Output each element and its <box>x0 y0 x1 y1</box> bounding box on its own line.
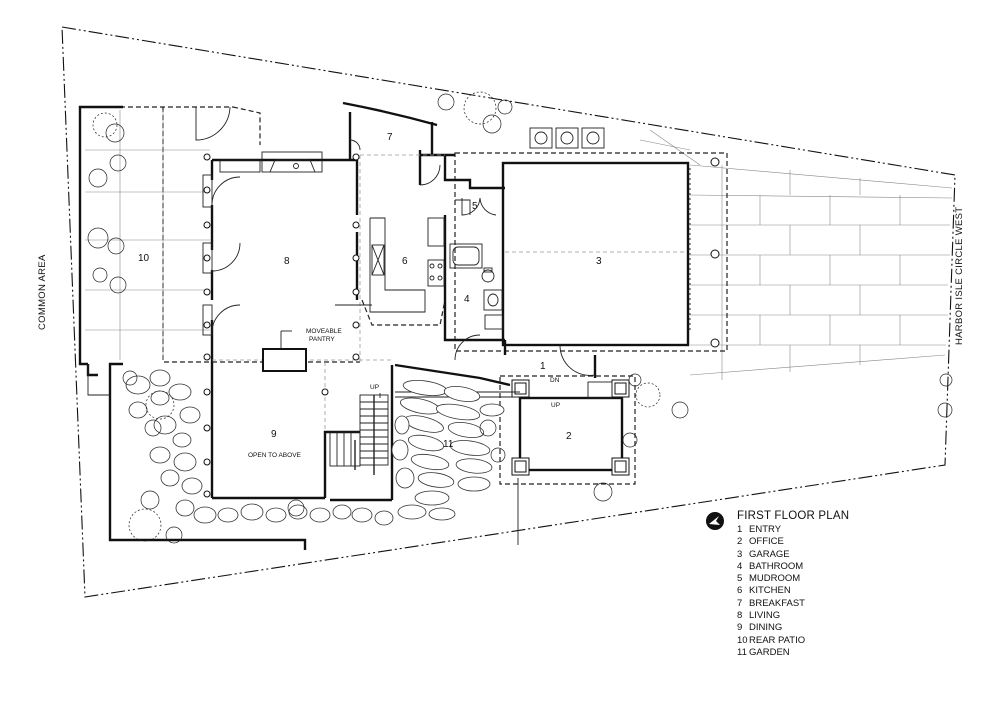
legend-item: 10REAR PATIO <box>737 634 806 646</box>
moveable-pantry-label-line1: MOVEABLE <box>306 328 342 335</box>
north-arrow-icon <box>706 512 724 530</box>
room-number-breakfast: 7 <box>387 132 393 143</box>
rear-patio <box>78 105 307 550</box>
structural-columns <box>203 153 360 498</box>
driveway-paving <box>639 129 953 380</box>
house-walls <box>210 101 597 502</box>
door-swings <box>202 139 596 376</box>
room-number-mudroom: 5 <box>472 201 478 212</box>
stair-up-label: UP <box>370 384 379 391</box>
trash-bins <box>529 127 605 149</box>
room-number-kitchen: 6 <box>402 256 408 267</box>
office <box>395 375 636 545</box>
open-to-above-label: OPEN TO ABOVE <box>248 452 302 459</box>
moveable-pantry <box>262 348 307 372</box>
room-number-office: 2 <box>566 431 572 442</box>
room-numbers: 1 2 3 4 5 6 7 8 9 10 11 <box>138 132 602 450</box>
room-number-entry: 1 <box>540 361 546 372</box>
staircase <box>329 393 389 475</box>
property-line <box>61 26 956 598</box>
garage-walls <box>454 152 728 352</box>
moveable-pantry-label-line2: PANTRY <box>309 336 335 343</box>
fireplace <box>219 151 323 173</box>
kitchen-fixtures <box>335 217 446 326</box>
room-number-garage: 3 <box>596 256 602 267</box>
room-number-bathroom: 4 <box>464 294 470 305</box>
entry-dn-label: DN <box>550 377 560 384</box>
garden-stones <box>125 369 505 526</box>
common-area-label: COMMON AREA <box>37 254 48 330</box>
legend-title: FIRST FLOOR PLAN <box>737 510 850 522</box>
street-name-label: HARBOR ISLE CIRCLE WEST <box>954 207 965 345</box>
room-number-rear-patio: 10 <box>138 253 150 264</box>
entry-up-label: UP <box>551 402 560 409</box>
landscape-trees <box>87 91 953 544</box>
room-number-garden: 11 <box>443 439 454 450</box>
room-number-dining: 9 <box>271 429 277 440</box>
bathroom-fixtures <box>449 199 504 330</box>
room-number-living: 8 <box>284 256 290 267</box>
